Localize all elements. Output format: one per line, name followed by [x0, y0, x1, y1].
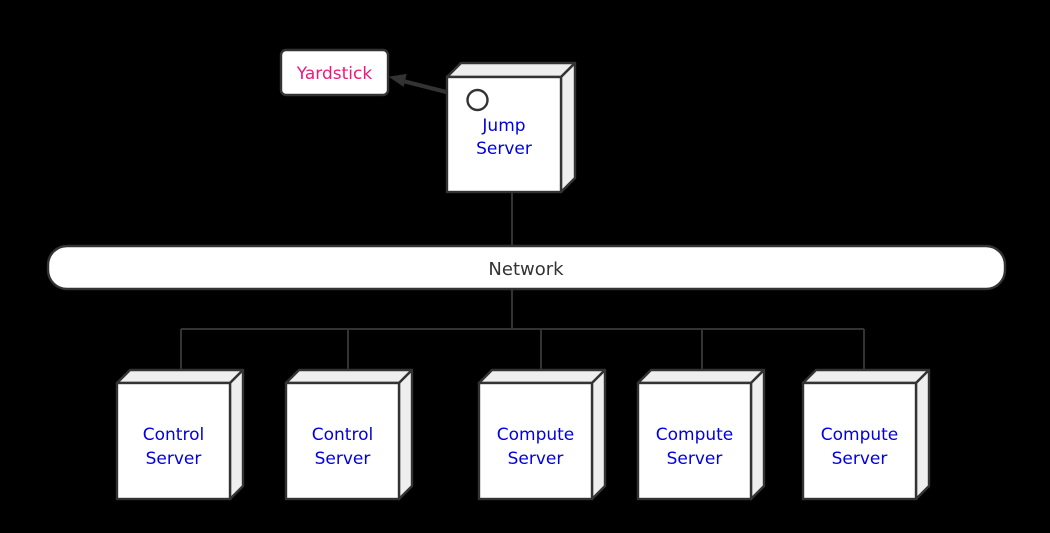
jump-server-top-face: [445, 61, 577, 79]
server-top-face: [477, 368, 607, 385]
server-right-face: [914, 368, 931, 501]
jump-server-label-line1: Jump: [481, 116, 525, 136]
node-compute-server-2: Compute Server: [636, 368, 766, 501]
arrowhead-icon: [388, 73, 407, 87]
server-label-line1: Control: [312, 425, 373, 445]
server-front-face: [636, 381, 753, 501]
node-yardstick: Yardstick: [279, 48, 390, 97]
jump-server-label-line2: Server: [476, 139, 532, 159]
server-front-face: [477, 381, 594, 501]
server-top-face: [801, 368, 931, 385]
node-compute-server-3: Compute Server: [801, 368, 931, 501]
server-front-face: [115, 381, 232, 501]
server-top-face: [115, 368, 245, 385]
node-control-server-2: Control Server: [284, 368, 414, 501]
jump-server-front-face: [445, 75, 563, 194]
server-front-face: [801, 381, 918, 501]
server-label-line2: Server: [508, 449, 564, 469]
server-label-line2: Server: [315, 449, 371, 469]
server-right-face: [228, 368, 245, 501]
port-circle-icon: [466, 88, 489, 112]
server-right-face: [397, 368, 414, 501]
server-label-line2: Server: [146, 449, 202, 469]
yardstick-box: [279, 48, 390, 97]
network-label: Network: [488, 259, 564, 280]
server-label-line1: Compute: [656, 425, 734, 445]
server-label-line1: Compute: [497, 425, 575, 445]
network-pill: [46, 244, 1007, 291]
server-right-face: [590, 368, 607, 501]
node-compute-server-1: Compute Server: [477, 368, 607, 501]
yardstick-label: Yardstick: [296, 64, 373, 84]
server-label-line1: Control: [143, 425, 204, 445]
node-network: Network: [46, 244, 1007, 291]
jump-server-right-face: [559, 61, 577, 194]
node-control-server-1: Control Server: [115, 368, 245, 501]
node-jump-server: Jump Server: [445, 61, 577, 194]
server-right-face: [749, 368, 766, 501]
server-top-face: [284, 368, 414, 385]
edge-network-servers: [180, 289, 865, 378]
server-label-line1: Compute: [821, 425, 899, 445]
server-label-line2: Server: [832, 449, 888, 469]
server-top-face: [636, 368, 766, 385]
server-front-face: [284, 381, 401, 501]
server-label-line2: Server: [667, 449, 723, 469]
